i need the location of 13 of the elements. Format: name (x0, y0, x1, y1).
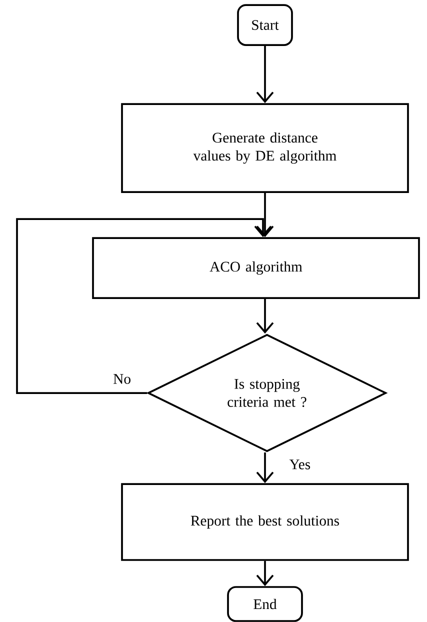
process-box: ACO algorithm (92, 237, 420, 299)
edge-label: No (112, 372, 132, 386)
process-box: Report the best solutions (121, 483, 409, 561)
arrow (256, 192, 274, 238)
terminal-box: End (227, 586, 303, 622)
arrow (16, 218, 272, 394)
process-box: Generate distance values by DE algorithm (121, 103, 409, 193)
arrow (256, 452, 274, 484)
edge-label: Yes (288, 458, 312, 471)
terminal-box: Start (237, 4, 293, 46)
arrow (256, 298, 274, 334)
arrow (256, 46, 274, 104)
arrow (256, 560, 274, 586)
